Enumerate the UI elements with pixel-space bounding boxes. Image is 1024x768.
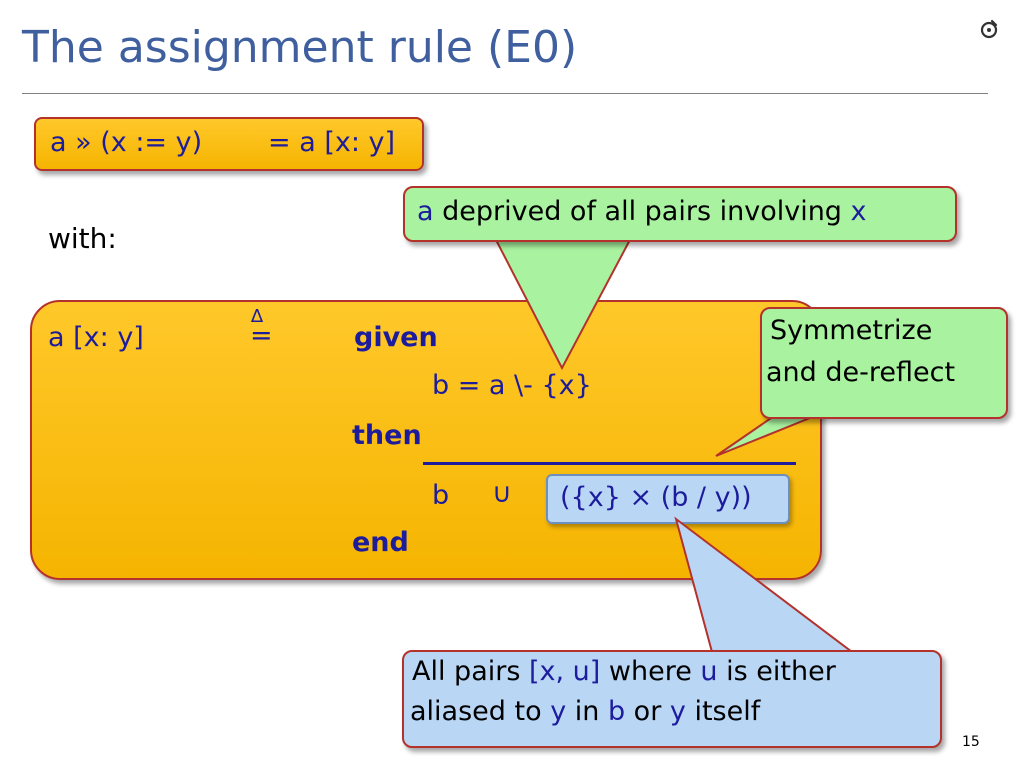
end-keyword: end: [352, 527, 409, 558]
result-b: b: [432, 480, 450, 511]
pairs-callout: All pairs [x, u] where u is either alias…: [402, 650, 942, 748]
deprived-text: deprived of all pairs involving: [433, 196, 851, 227]
union-symbol: ∪: [492, 478, 512, 509]
pairs-text-1: All pairs: [412, 656, 529, 687]
pairs-text-7: itself: [685, 696, 761, 727]
formula-rhs: = a [x: y]: [268, 127, 396, 158]
title-divider: [22, 93, 988, 94]
product-expression: ({x} × (b / y)): [560, 482, 752, 513]
pairs-b: b: [607, 696, 626, 727]
with-label: with:: [48, 222, 117, 255]
deprived-x: x: [850, 196, 867, 227]
delta-symbol: ∆: [251, 306, 264, 327]
deprived-callout: a deprived of all pairs involving x: [403, 186, 957, 242]
pairs-xu: [x, u]: [529, 656, 601, 687]
pairs-text-2: where: [600, 656, 701, 687]
pairs-y2: y: [669, 696, 686, 727]
definition-equals: =: [250, 320, 273, 351]
pairs-u: u: [700, 656, 718, 687]
pairs-y1: y: [550, 696, 567, 727]
then-underline: [423, 462, 796, 465]
formula-lhs: a » (x := y): [50, 127, 203, 158]
symmetrize-callout: Symmetrize and de-reflect: [760, 307, 1008, 419]
b-definition: b = a \- {x}: [432, 370, 592, 401]
product-expression-chip: ({x} × (b / y)): [546, 474, 790, 524]
assignment-formula-box: a » (x := y) = a [x: y]: [34, 117, 424, 171]
deprived-a: a: [417, 196, 434, 227]
pairs-text-6: or: [625, 696, 670, 727]
symmetrize-line2: and de-reflect: [766, 357, 956, 388]
pairs-text-4: aliased to: [410, 696, 551, 727]
page-number: 15: [962, 734, 980, 750]
symmetrize-line1: Symmetrize: [770, 315, 933, 346]
slide-title: The assignment rule (E0): [22, 22, 578, 73]
pairs-text-3: is either: [717, 656, 836, 687]
definition-lhs: a [x: y]: [48, 322, 144, 353]
given-keyword: given: [354, 322, 438, 353]
then-keyword: then: [352, 420, 422, 451]
eiffel-logo-icon: [980, 19, 998, 39]
pairs-text-5: in: [566, 696, 608, 727]
